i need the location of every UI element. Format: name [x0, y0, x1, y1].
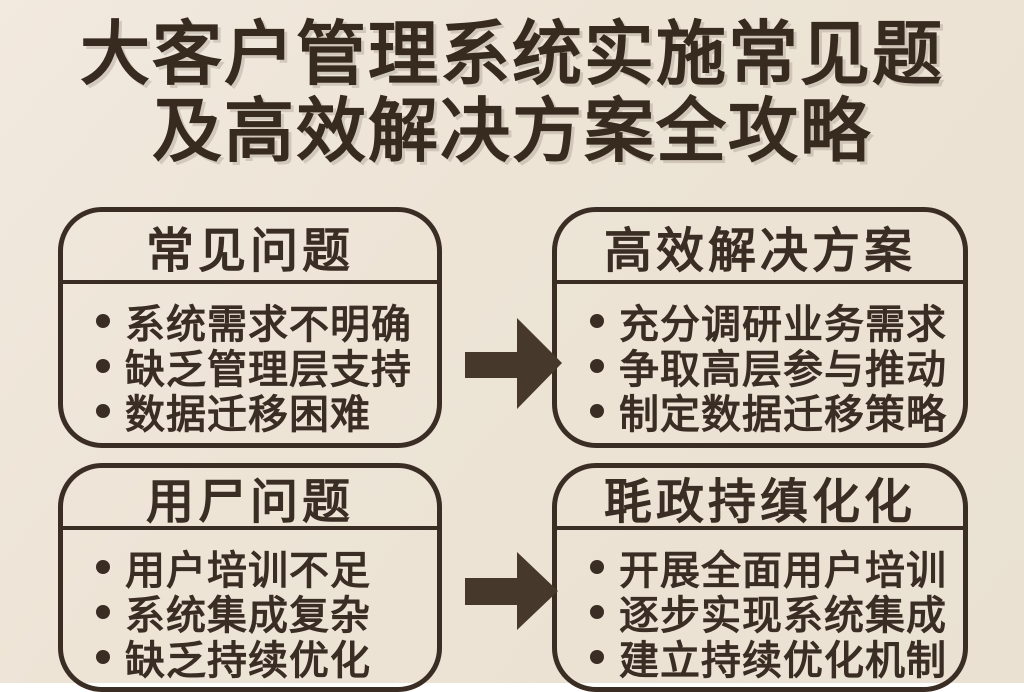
- title-line-2: 及高效解决方案全攻略: [152, 90, 872, 172]
- list-item-text: 开展全面用户培训: [619, 547, 947, 594]
- box-common-problems-list: 系统需求不明确 缺乏管理层支持 数据迁移困难: [63, 284, 437, 438]
- box-continuous-optimization-header: 毦政持缜化化: [557, 468, 963, 530]
- bullet-dot: [590, 358, 604, 373]
- bullet-dot: [590, 604, 604, 619]
- list-item-text: 建立持续优化机制: [619, 637, 947, 684]
- bullet-dot: [590, 559, 604, 574]
- list-item-text: 充分调研业务需求: [619, 301, 947, 348]
- list-item-text: 缺乏持续优化: [125, 637, 371, 684]
- bullet-dot: [96, 403, 110, 418]
- box-user-problems-header: 用尸问题: [63, 468, 437, 530]
- list-item: 制定数据迁移策略: [590, 388, 957, 438]
- list-item: 用户培训不足: [96, 544, 431, 594]
- list-item: 建立持续优化机制: [590, 634, 957, 684]
- bullet-dot: [590, 403, 604, 418]
- list-item-text: 争取高层参与推动: [619, 346, 947, 393]
- list-item: 系统集成复杂: [96, 589, 431, 639]
- list-item: 数据迁移困难: [96, 388, 431, 438]
- box-efficient-solutions-header: 高效解决方案: [557, 212, 963, 284]
- list-item-text: 系统需求不明确: [125, 301, 412, 348]
- list-item: 充分调研业务需求: [590, 298, 957, 348]
- box-common-problems: 常见问题 系统需求不明确 缺乏管理层支持 数据迁移困难: [58, 207, 442, 448]
- bullet-dot: [96, 358, 110, 373]
- bullet-dot: [96, 604, 110, 619]
- list-item-text: 用户培训不足: [125, 547, 371, 594]
- list-item-text: 缺乏管理层支持: [125, 346, 412, 393]
- bullet-dot: [96, 649, 110, 664]
- bullet-dot: [96, 313, 110, 328]
- list-item-text: 数据迁移困难: [125, 391, 371, 438]
- list-item: 争取高层参与推动: [590, 343, 957, 393]
- box-efficient-solutions: 高效解决方案 充分调研业务需求 争取高层参与推动 制定数据迁移策略: [552, 207, 968, 448]
- box-user-problems: 用尸问题 用户培训不足 系统集成复杂 缺乏持续优化: [58, 463, 442, 692]
- list-item-text: 逐步实现系统集成: [619, 592, 947, 639]
- list-item: 缺乏管理层支持: [96, 343, 431, 393]
- box-continuous-optimization-list: 开展全面用户培训 逐步实现系统集成 建立持续优化机制: [557, 530, 963, 684]
- title-line-1: 大客户管理系统实施常见题: [80, 13, 944, 95]
- list-item: 逐步实现系统集成: [590, 589, 957, 639]
- box-user-problems-list: 用户培训不足 系统集成复杂 缺乏持续优化: [63, 530, 437, 684]
- box-efficient-solutions-list: 充分调研业务需求 争取高层参与推动 制定数据迁移策略: [557, 284, 963, 438]
- page-title: 大客户管理系统实施常见题 及高效解决方案全攻略: [0, 16, 1024, 170]
- bullet-dot: [590, 649, 604, 664]
- list-item: 缺乏持续优化: [96, 634, 431, 684]
- list-item-text: 系统集成复杂: [125, 592, 371, 639]
- box-common-problems-header: 常见问题: [63, 212, 437, 284]
- arrow-right-icon-bottom: [465, 552, 558, 630]
- list-item-text: 制定数据迁移策略: [619, 391, 947, 438]
- bullet-dot: [96, 559, 110, 574]
- list-item: 系统需求不明确: [96, 298, 431, 348]
- arrow-right-icon-top: [465, 318, 562, 409]
- box-continuous-optimization: 毦政持缜化化 开展全面用户培训 逐步实现系统集成 建立持续优化机制: [552, 463, 968, 692]
- list-item: 开展全面用户培训: [590, 544, 957, 594]
- bullet-dot: [590, 313, 604, 328]
